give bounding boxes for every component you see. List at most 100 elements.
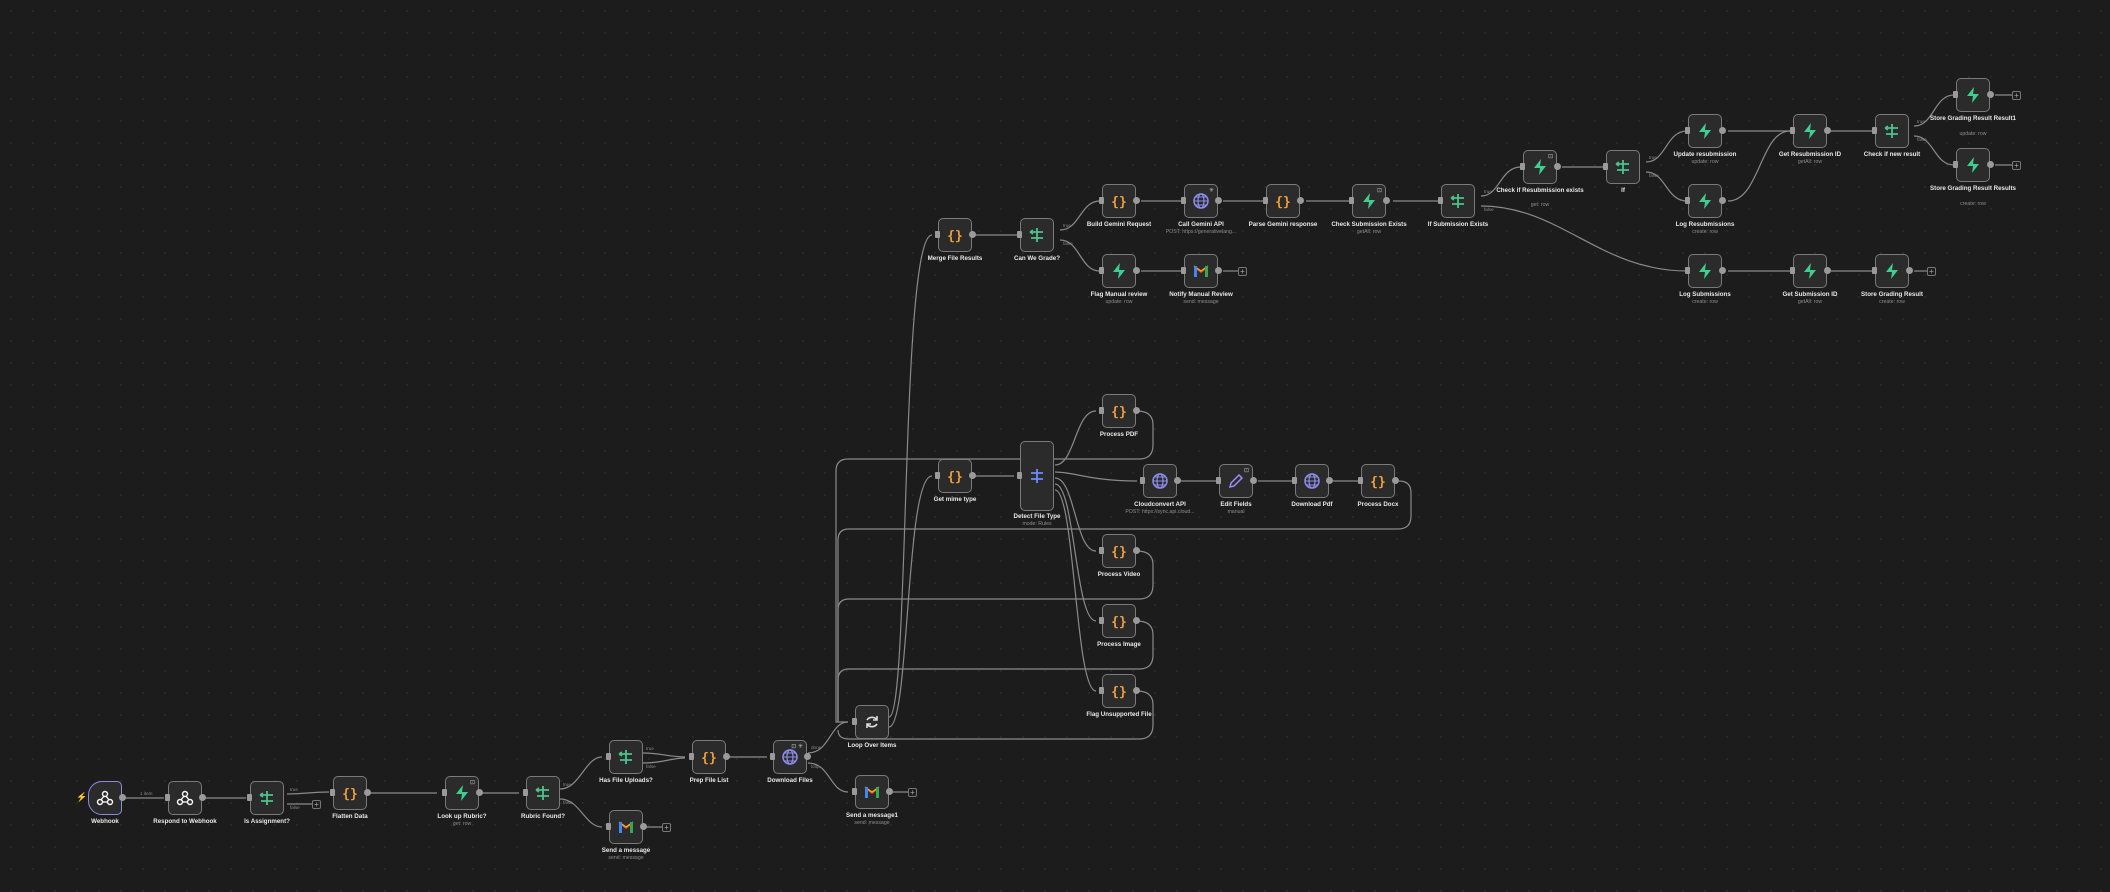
output-handle[interactable] <box>640 823 647 830</box>
input-handle[interactable] <box>1438 197 1443 204</box>
node-process-docx[interactable] <box>1358 464 1399 498</box>
output-handle[interactable] <box>1133 407 1140 414</box>
node-prep-file-list[interactable] <box>689 740 730 774</box>
input-handle[interactable] <box>1216 477 1221 484</box>
output-handle[interactable] <box>1383 197 1390 204</box>
node-flatten-data[interactable] <box>330 776 371 810</box>
node-build-gemini-request[interactable] <box>1099 184 1140 218</box>
output-handle[interactable] <box>1719 267 1726 274</box>
output-handle[interactable] <box>1392 477 1399 484</box>
input-handle[interactable] <box>606 823 611 830</box>
output-handle[interactable] <box>1133 617 1140 624</box>
node-flag-manual-review[interactable] <box>1099 254 1140 288</box>
output-handle[interactable] <box>1719 197 1726 204</box>
node-flag-unsupported-file[interactable] <box>1099 674 1140 708</box>
output-handle[interactable] <box>1133 267 1140 274</box>
node-has-file-uploads[interactable] <box>606 740 643 774</box>
add-node-button[interactable]: + <box>1238 267 1247 276</box>
add-node-button[interactable]: + <box>2012 161 2021 170</box>
add-node-button[interactable]: + <box>2012 91 2021 100</box>
node-edit-fields[interactable]: ⊡ <box>1216 464 1257 498</box>
node-store-grading-result1[interactable] <box>1953 78 1994 112</box>
input-handle[interactable] <box>852 788 857 795</box>
node-update-resubmission[interactable] <box>1685 114 1726 148</box>
node-loop-over-items[interactable] <box>852 705 889 739</box>
input-handle[interactable] <box>1017 231 1022 238</box>
output-handle[interactable] <box>1133 687 1140 694</box>
input-handle[interactable] <box>523 789 528 796</box>
input-handle[interactable] <box>1099 197 1104 204</box>
node-parse-gemini-response[interactable] <box>1263 184 1304 218</box>
output-handle[interactable] <box>969 472 976 479</box>
add-node-button[interactable]: + <box>662 823 671 832</box>
node-get-mime-type[interactable] <box>935 459 976 493</box>
node-lookup-rubric[interactable]: ⊡ <box>442 776 483 810</box>
input-handle[interactable] <box>1872 267 1877 274</box>
input-handle[interactable] <box>1099 407 1104 414</box>
output-handle[interactable] <box>1250 477 1257 484</box>
node-process-pdf[interactable] <box>1099 394 1140 428</box>
output-handle[interactable] <box>1133 197 1140 204</box>
output-handle[interactable] <box>1719 127 1726 134</box>
node-store-grading-result[interactable] <box>1872 254 1913 288</box>
node-store-grading-results[interactable] <box>1953 148 1994 182</box>
output-handle[interactable] <box>1824 267 1831 274</box>
add-node-button[interactable]: + <box>312 800 321 809</box>
output-handle[interactable] <box>804 753 811 760</box>
output-handle[interactable] <box>1174 477 1181 484</box>
input-handle[interactable] <box>1292 477 1297 484</box>
node-detect-file-type[interactable] <box>1017 441 1054 511</box>
node-process-video[interactable] <box>1099 534 1140 568</box>
output-handle[interactable] <box>1133 547 1140 554</box>
input-handle[interactable] <box>606 753 611 760</box>
input-handle[interactable] <box>165 794 170 801</box>
input-handle[interactable] <box>330 789 335 796</box>
output-handle[interactable] <box>1824 127 1831 134</box>
input-handle[interactable] <box>852 718 857 725</box>
input-handle[interactable] <box>1790 267 1795 274</box>
node-respond-to-webhook[interactable] <box>165 781 206 815</box>
output-handle[interactable] <box>886 788 893 795</box>
add-node-button[interactable]: + <box>908 788 917 797</box>
output-handle[interactable] <box>476 789 483 796</box>
output-handle[interactable] <box>1297 197 1304 204</box>
output-handle[interactable] <box>1987 161 1994 168</box>
input-handle[interactable] <box>935 231 940 238</box>
output-handle[interactable] <box>1987 91 1994 98</box>
node-download-pdf[interactable] <box>1292 464 1333 498</box>
node-if[interactable] <box>1603 150 1640 184</box>
input-handle[interactable] <box>1685 197 1690 204</box>
node-check-if-new-result[interactable] <box>1872 114 1909 148</box>
input-handle[interactable] <box>1685 127 1690 134</box>
node-merge-file-results[interactable] <box>935 218 976 252</box>
input-handle[interactable] <box>1685 267 1690 274</box>
node-call-gemini-api[interactable]: ✳ <box>1181 184 1222 218</box>
node-download-files[interactable]: ⊡ ✳ <box>770 740 811 774</box>
output-handle[interactable] <box>969 231 976 238</box>
node-send-message1[interactable] <box>852 775 893 809</box>
input-handle[interactable] <box>1953 91 1958 98</box>
node-log-resubmissions[interactable] <box>1685 184 1726 218</box>
add-node-button[interactable]: + <box>1927 267 1936 276</box>
output-handle[interactable] <box>1215 197 1222 204</box>
input-handle[interactable] <box>689 753 694 760</box>
node-notify-manual-review[interactable] <box>1181 254 1222 288</box>
input-handle[interactable] <box>1181 267 1186 274</box>
input-handle[interactable] <box>1181 197 1186 204</box>
input-handle[interactable] <box>1099 687 1104 694</box>
node-if-submission-exists[interactable] <box>1438 184 1475 218</box>
input-handle[interactable] <box>1520 163 1525 170</box>
input-handle[interactable] <box>1099 267 1104 274</box>
input-handle[interactable] <box>1790 127 1795 134</box>
output-handle[interactable] <box>364 789 371 796</box>
input-handle[interactable] <box>247 794 252 801</box>
node-cloudconvert-api[interactable] <box>1140 464 1181 498</box>
input-handle[interactable] <box>442 789 447 796</box>
input-handle[interactable] <box>770 753 775 760</box>
node-send-message[interactable] <box>606 810 647 844</box>
node-is-assignment[interactable] <box>247 781 284 815</box>
node-get-resubmission-id[interactable] <box>1790 114 1831 148</box>
input-handle[interactable] <box>1872 127 1877 134</box>
output-handle[interactable] <box>1326 477 1333 484</box>
